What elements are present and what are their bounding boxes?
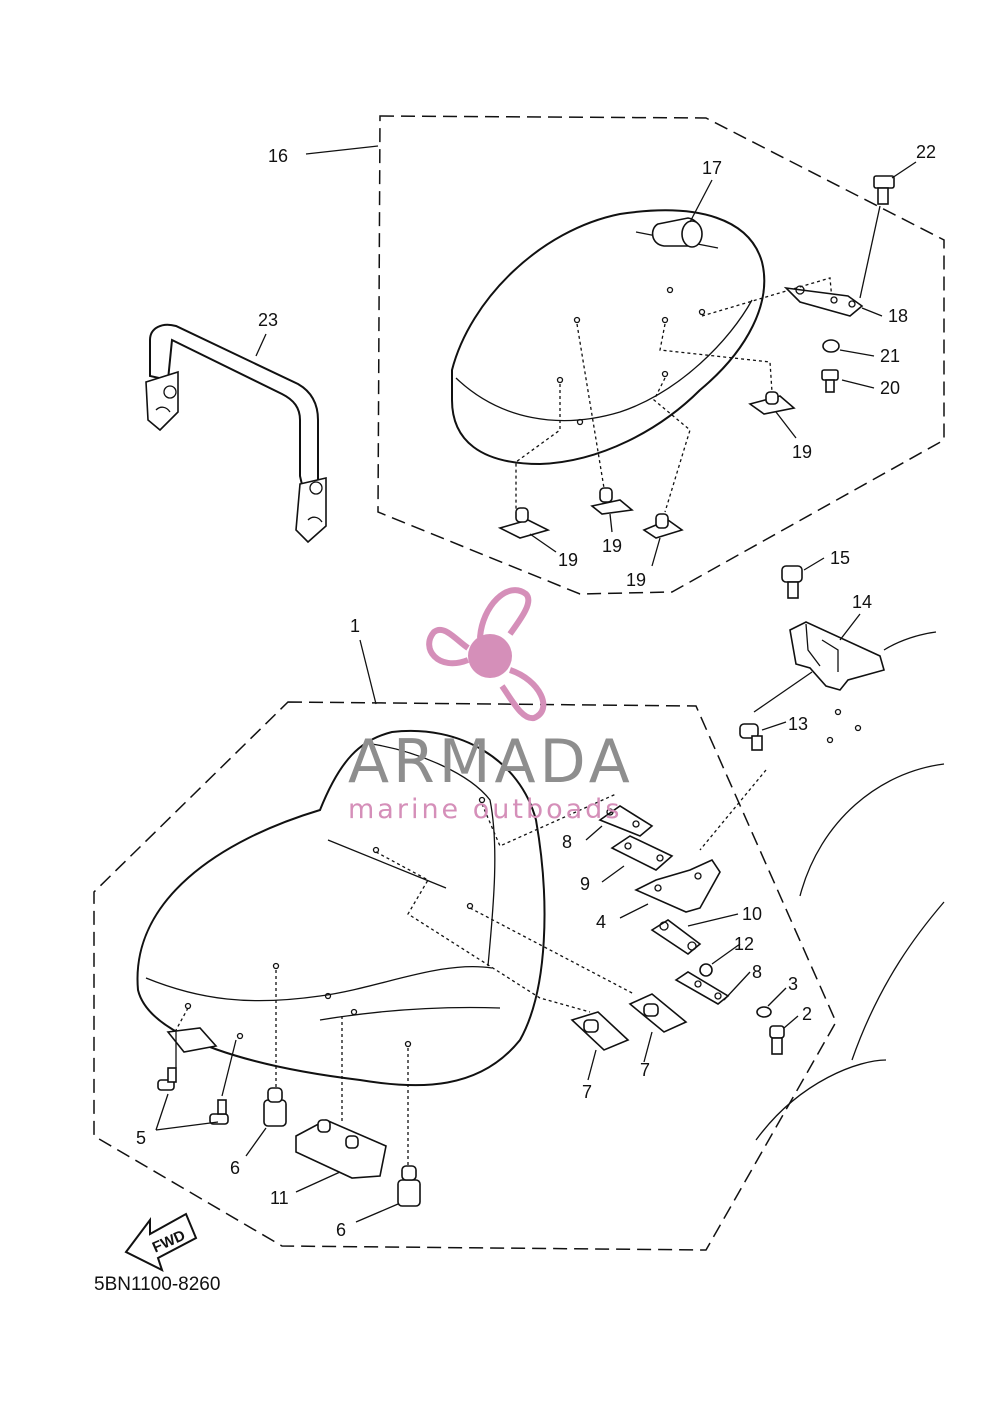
label-10: 10 — [742, 904, 762, 924]
seat-hole-marks — [556, 286, 706, 426]
label-19-a: 19 — [558, 550, 578, 570]
part-11-block — [295, 1119, 387, 1179]
label-4: 4 — [596, 912, 606, 932]
part-18-bracket — [783, 285, 864, 317]
label-8-a: 8 — [562, 832, 572, 852]
label-21: 21 — [880, 346, 900, 366]
rear-seat — [451, 209, 833, 513]
part-8-plate-upper — [598, 805, 654, 837]
clip-19-a — [497, 507, 551, 539]
label-6-a: 6 — [230, 1158, 240, 1178]
part-labels: 16 17 22 23 18 21 20 19 19 19 19 15 14 1… — [136, 142, 936, 1240]
part-4-plate — [634, 858, 721, 913]
part-8-plate-lower — [674, 971, 730, 1005]
part-12-washer — [699, 963, 713, 977]
part-17-cylinder — [651, 217, 703, 248]
frame-outline — [755, 631, 945, 1141]
part-3-washer — [756, 1006, 772, 1018]
part-21-washer — [822, 339, 840, 353]
label-22: 22 — [916, 142, 936, 162]
front-seat-hole-marks — [184, 796, 486, 1048]
label-19-c: 19 — [626, 570, 646, 590]
part-5-bolts — [157, 1027, 237, 1125]
part-7-clip-a — [570, 1011, 630, 1051]
label-14: 14 — [852, 592, 872, 612]
watermark-tagline: marine outboads — [348, 794, 622, 825]
part-14-bracket — [789, 621, 885, 691]
rear-seat-group-boundary — [377, 115, 945, 595]
label-16: 16 — [268, 146, 288, 166]
diagram-reference-code: 5BN1100-8260 — [94, 1274, 220, 1295]
label-19-d: 19 — [792, 442, 812, 462]
propeller-icon — [426, 587, 547, 722]
part-23-grab-strap — [145, 323, 327, 544]
label-12: 12 — [734, 934, 754, 954]
label-1: 1 — [350, 616, 360, 636]
part-6-damper-b — [397, 1165, 421, 1207]
front-seat-group-boundary — [93, 701, 837, 1251]
label-23: 23 — [258, 310, 278, 330]
label-7-a: 7 — [582, 1082, 592, 1102]
watermark: ARMADA marine outboads — [348, 587, 634, 825]
fwd-arrow-icon: FWD — [124, 1212, 198, 1272]
part-6-damper-a — [263, 1087, 287, 1127]
label-11: 11 — [270, 1188, 289, 1208]
label-15: 15 — [830, 548, 850, 568]
part-20-bolt — [821, 369, 839, 393]
label-5: 5 — [136, 1128, 146, 1148]
part-7-clip-b — [628, 993, 688, 1033]
part-2-bolt — [769, 1025, 785, 1055]
label-3: 3 — [788, 974, 798, 994]
watermark-brand: ARMADA — [348, 727, 634, 797]
front-seat — [136, 729, 635, 1168]
part-15-bolt — [781, 565, 803, 599]
part-22-bolt — [859, 175, 895, 299]
leader-lines — [155, 145, 917, 1223]
clip-19-b — [590, 487, 634, 515]
part-9-plate — [610, 835, 674, 871]
label-9: 9 — [580, 874, 590, 894]
label-13: 13 — [788, 714, 808, 734]
part-13-bolt — [739, 723, 763, 751]
label-17: 17 — [702, 158, 722, 178]
label-18: 18 — [888, 306, 908, 326]
clip-19-d — [748, 391, 796, 415]
label-19-b: 19 — [602, 536, 622, 556]
label-7-b: 7 — [640, 1060, 650, 1080]
label-6-b: 6 — [336, 1220, 346, 1240]
clip-19-c — [642, 513, 684, 539]
label-20: 20 — [880, 378, 900, 398]
label-8-b: 8 — [752, 962, 762, 982]
label-2: 2 — [802, 1004, 812, 1024]
part-10-nut-plate — [650, 919, 702, 955]
